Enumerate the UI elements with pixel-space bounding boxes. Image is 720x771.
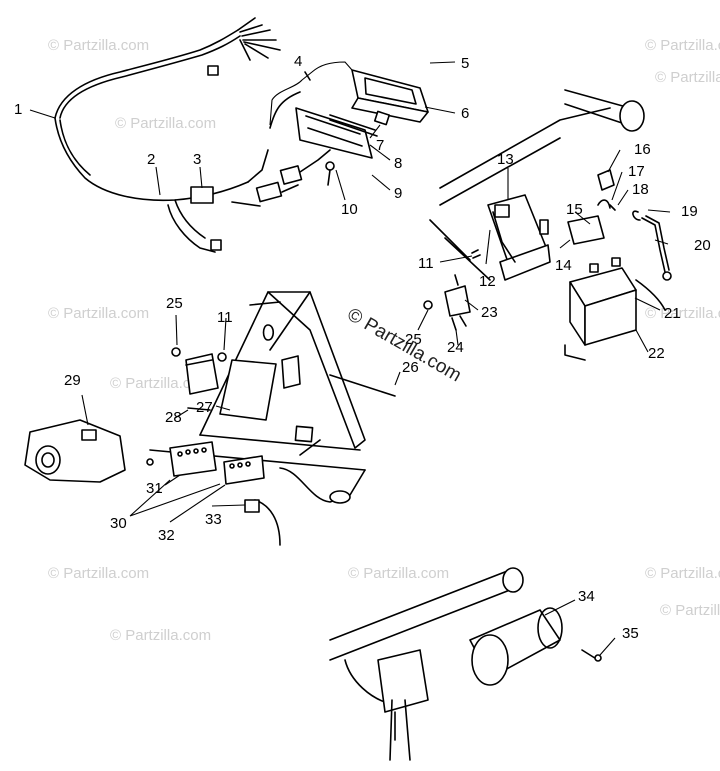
callout-label: 15 [566,201,583,218]
callout-label: 20 [694,237,711,254]
callout-label: 25 [166,295,183,312]
callout-label: 22 [648,345,665,362]
callout-label: 13 [497,151,514,168]
solenoid-bracket [423,274,471,331]
callout-label: 19 [681,203,698,220]
battery-holder [471,194,605,281]
watermark: © Partzilla.com [645,565,720,582]
callout-label: 27 [196,399,213,416]
callout-label: 2 [147,151,155,168]
watermark: © Partzilla.com [660,602,720,619]
leader-lines [29,61,671,656]
watermark: © Partzilla.com [110,375,211,392]
callout-label: 11 [418,255,434,272]
wire-harness [54,17,281,253]
callout-label: 7 [376,137,384,154]
callout-label: 18 [632,181,649,198]
callout-label: 33 [205,511,222,528]
watermark-layer: © Partzilla.com © Partzilla.com © Partzi… [48,37,720,644]
callout-label: 9 [394,185,402,202]
battery [564,169,672,361]
callout-label: 23 [481,304,498,321]
frame-upper [429,89,645,281]
taillight-assembly [255,61,429,203]
callout-label: 3 [193,151,201,168]
callout-label: 10 [341,201,358,218]
watermark: © Partzilla.com [48,37,149,54]
callout-label: 16 [634,141,651,158]
watermark: © Partzilla.com [48,305,149,322]
callout-label: 17 [628,163,645,180]
watermark: © Partzilla.com [645,37,720,54]
watermark: © Partzilla.com [110,627,211,644]
engine-housing [24,419,126,483]
callout-label: 35 [622,625,639,642]
callout-label: 5 [461,55,469,72]
callout-label: 24 [447,339,464,356]
callout-label: 29 [64,372,81,389]
watermark: © Partzilla.com [645,305,720,322]
callout-label: 8 [394,155,402,172]
ignition-coil [171,347,227,395]
callout-label: 30 [110,515,127,532]
callout-label: 26 [402,359,419,376]
watermark: © Partzilla.com [348,565,449,582]
callout-label: 4 [294,53,302,70]
harness-connector [190,186,214,204]
callout-label: 6 [461,105,469,122]
callout-label: 11 [217,309,233,326]
regulator-units [146,441,265,513]
watermark: © Partzilla.com [655,69,720,86]
callout-label: 25 [405,331,422,348]
callout-label: 12 [479,273,496,290]
callout-label: 28 [165,409,182,426]
callout-label: 14 [555,257,572,274]
callout-label: 21 [664,305,681,322]
callout-labels: 1 2 3 4 5 6 7 8 9 10 11 11 12 13 14 15 1… [14,53,711,642]
watermark: © Partzilla.com [48,565,149,582]
starter-assembly [329,567,602,761]
watermark: © Partzilla.com [115,115,216,132]
callout-label: 31 [146,480,163,497]
callout-label: 34 [578,588,595,605]
center-frame [149,291,396,546]
callout-label: 1 [14,101,22,118]
callout-label: 32 [158,527,175,544]
